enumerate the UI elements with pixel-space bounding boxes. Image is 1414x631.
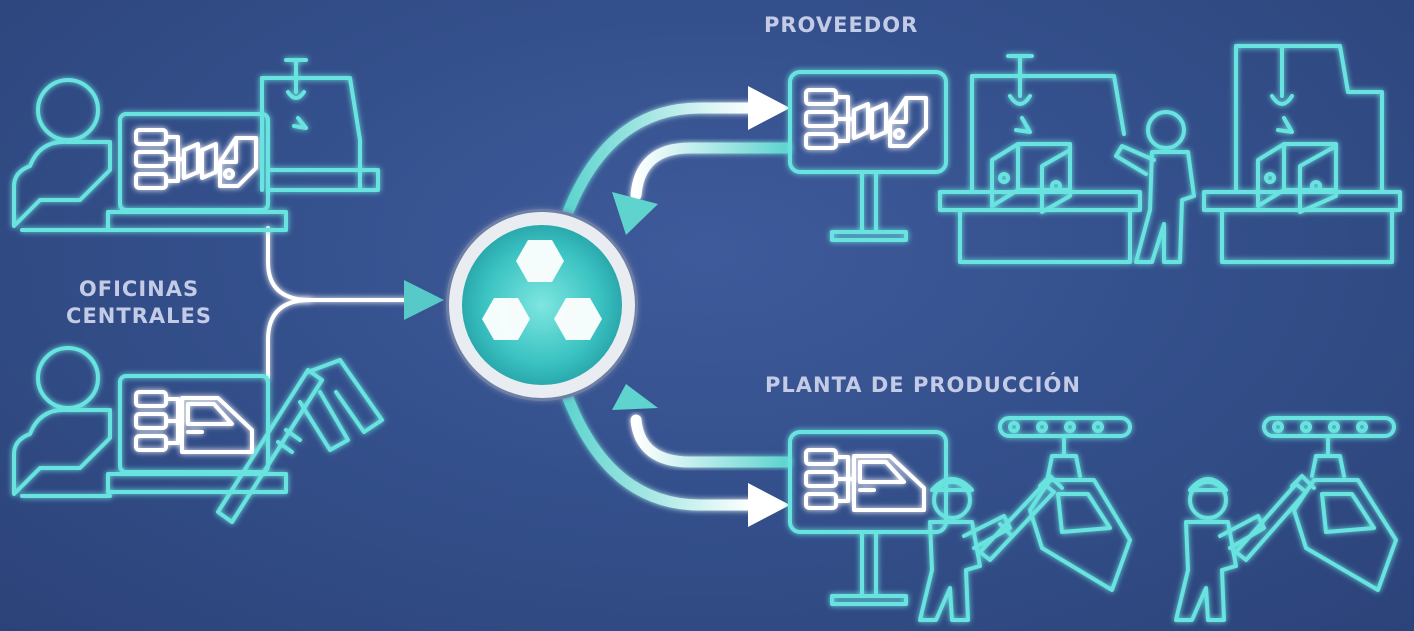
cnc-machine-icon xyxy=(260,58,380,192)
supplier-label: PROVEEDOR xyxy=(764,13,919,37)
arrow-from-supplier xyxy=(630,142,792,201)
robot-arm-machine-icon xyxy=(1202,44,1402,264)
headquarters-label: OFICINAS CENTRALES xyxy=(46,276,232,330)
supplier xyxy=(788,44,1402,264)
person-at-laptop-icon xyxy=(12,78,112,232)
arrowhead-to-supplier xyxy=(748,86,790,130)
overhead-conveyor-icon xyxy=(998,416,1132,478)
arrow-from-production xyxy=(630,414,792,468)
hub xyxy=(446,209,638,401)
office-bottom xyxy=(12,346,384,524)
arrow-office-top xyxy=(266,226,412,302)
part-tree-icon xyxy=(134,128,258,190)
laptop-icon xyxy=(106,112,288,232)
car-door-icon xyxy=(1292,478,1398,592)
arrowhead-from-production xyxy=(612,384,658,410)
laptop-icon xyxy=(106,374,288,494)
worker-with-caliper-icon xyxy=(918,474,1064,622)
arrow-office-bottom xyxy=(266,298,312,380)
overhead-conveyor-icon xyxy=(1262,416,1396,478)
monitor-icon xyxy=(788,430,948,606)
arrows xyxy=(266,86,792,527)
office-top xyxy=(12,58,380,232)
production-plant-label: PLANTA DE PRODUCCIÓN xyxy=(765,373,1081,397)
monitor-icon xyxy=(788,70,948,242)
robot-arm-machine-icon xyxy=(938,54,1142,264)
headquarters-label-line-2: CENTRALES xyxy=(66,303,212,328)
caliper-icon xyxy=(216,358,384,524)
door-tree-icon xyxy=(134,390,254,454)
three-hexagon-logo-icon xyxy=(482,240,602,340)
person-at-laptop-icon xyxy=(12,346,112,498)
worker-icon xyxy=(1114,110,1196,264)
arrow-to-production xyxy=(562,392,758,511)
arrowhead-to-production xyxy=(748,483,790,527)
arrowhead-from-supplier xyxy=(612,192,658,235)
production xyxy=(788,416,1398,622)
arrowhead-to-hub xyxy=(404,280,444,320)
worker-with-caliper-icon xyxy=(1174,474,1316,622)
car-door-icon xyxy=(1028,478,1132,592)
arrow-to-supplier xyxy=(562,102,758,218)
headquarters-label-line-1: OFICINAS xyxy=(78,277,200,301)
